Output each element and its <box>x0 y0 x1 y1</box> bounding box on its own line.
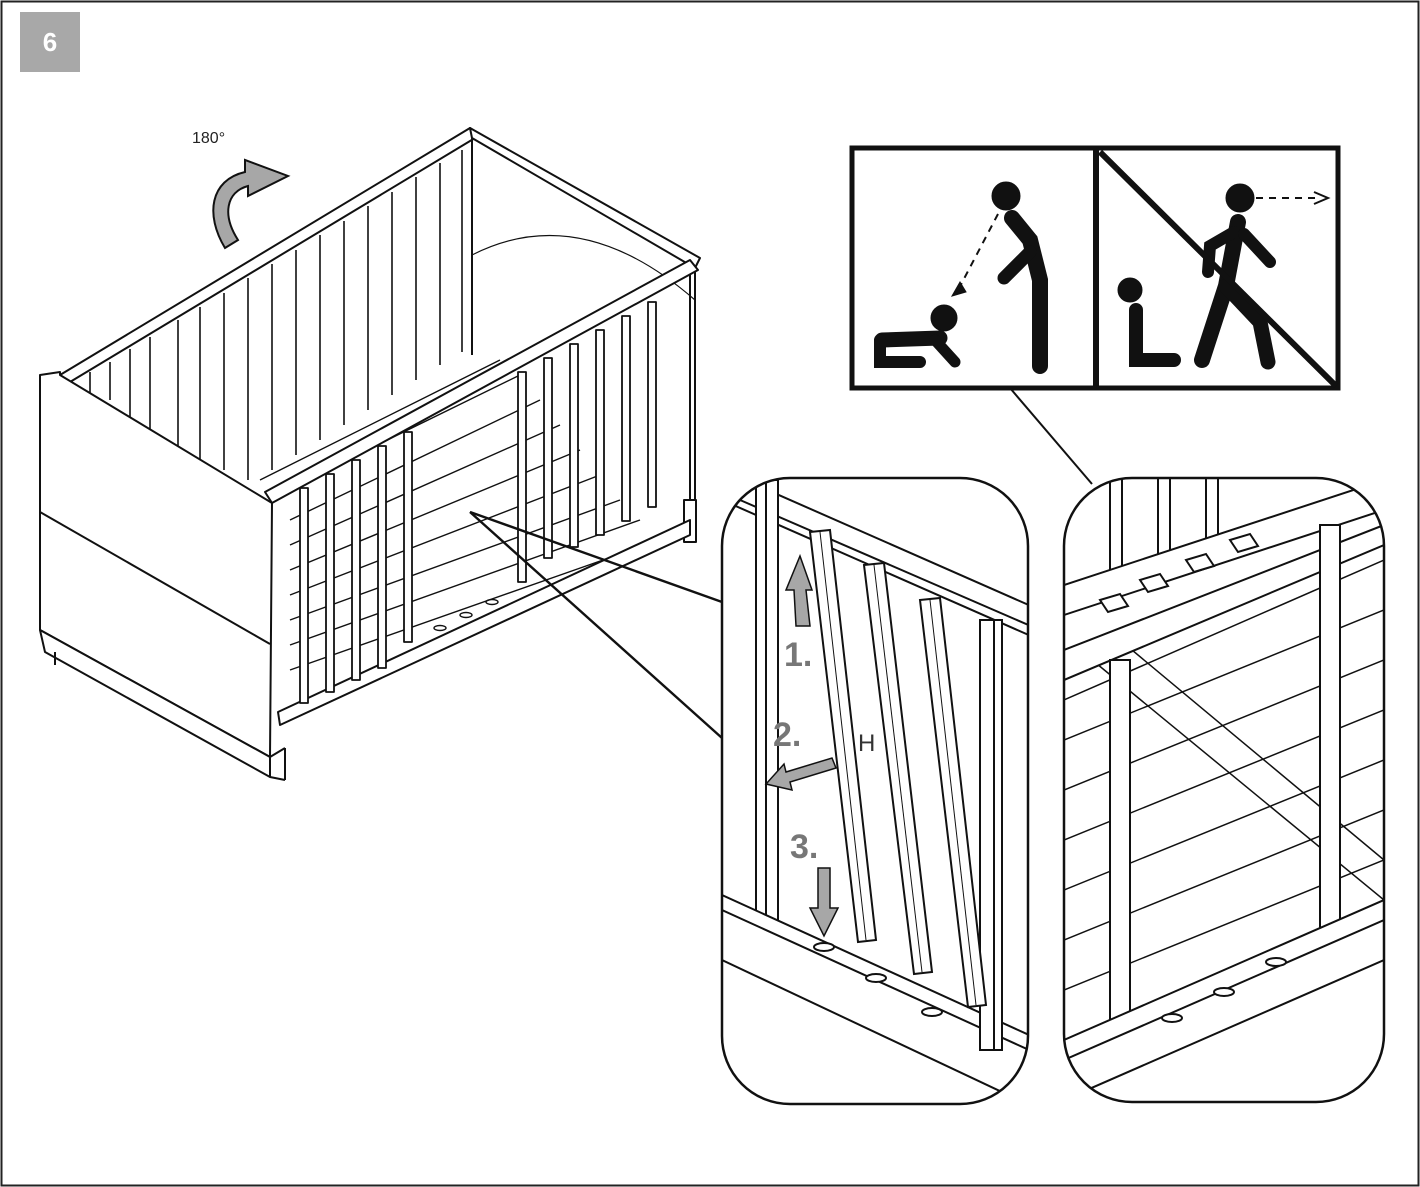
arrow-down-icon <box>808 867 840 938</box>
part-label: H <box>858 730 876 757</box>
detail-view-slats-removed <box>1062 476 1386 1104</box>
crib-illustration <box>39 127 723 781</box>
rail-slots <box>433 598 499 632</box>
step-1-label: 1. <box>784 636 813 674</box>
rotate-arrow-icon <box>212 158 291 250</box>
back-slats <box>89 150 463 480</box>
step-3-label: 3. <box>790 828 819 866</box>
tilted-slats <box>808 528 988 1009</box>
arrow-out-icon <box>764 757 837 792</box>
adult-walking-away-icon <box>1097 149 1339 389</box>
adult-watching-child-icon <box>874 181 1048 374</box>
front-slats <box>299 301 657 704</box>
prohibition-slash-icon <box>1097 149 1339 389</box>
step-2-label: 2. <box>773 716 802 754</box>
detail-view-slat-removal <box>720 476 1030 1106</box>
arrow-up-icon <box>784 553 814 627</box>
supervision-warning-pictogram <box>849 145 1341 485</box>
rotation-label: 180° <box>192 130 226 147</box>
step-number-badge: 6 <box>20 12 80 72</box>
